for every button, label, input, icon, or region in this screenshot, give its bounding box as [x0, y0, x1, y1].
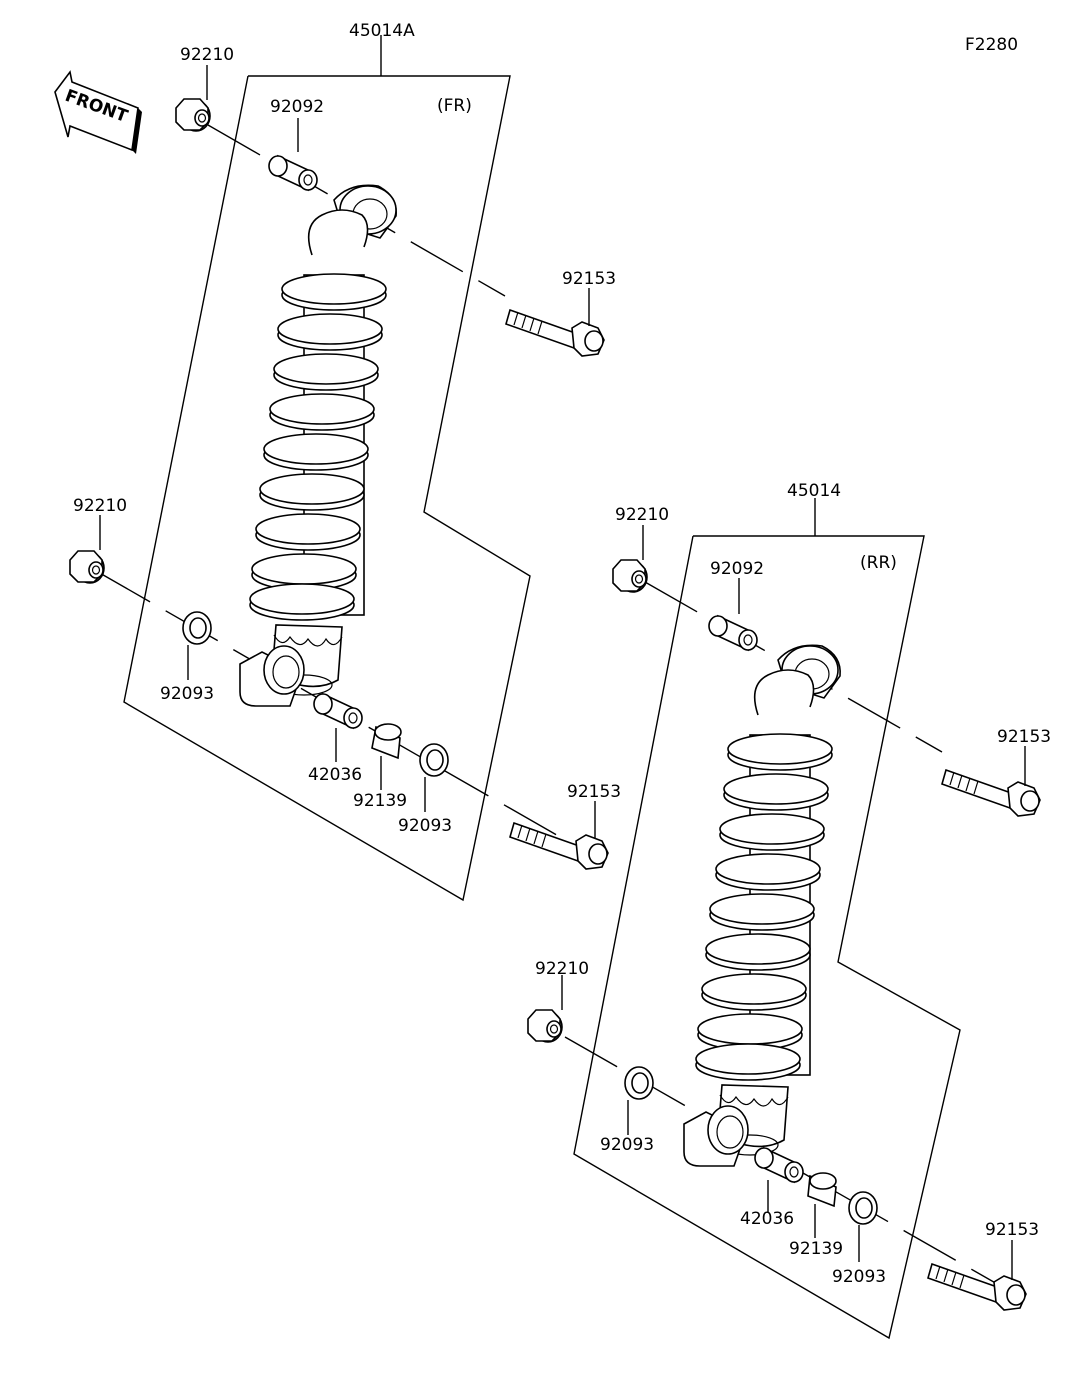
front-nut-lower-icon: [69, 550, 105, 584]
rear-position-label: (RR): [860, 553, 897, 573]
front-seal-left-callout: 92093: [160, 684, 214, 704]
rear-nut-upper-callout: 92210: [615, 505, 669, 525]
rear-seal-right-callout: 92093: [832, 1267, 886, 1287]
front-collar-lower-icon: [313, 693, 363, 729]
rear-shock-absorber: [683, 644, 841, 1167]
front-shock-absorber: [239, 184, 397, 707]
front-nut-upper-callout: 92210: [180, 45, 234, 65]
front-bolt-lower-callout: 92153: [567, 782, 621, 802]
rear-collar-lower-icon: [754, 1147, 804, 1183]
front-assembly: 45014A (FR) 92210 92092 92153 92210 9209…: [69, 21, 621, 902]
front-position-label: (FR): [437, 96, 472, 116]
front-seal-left-icon: [182, 611, 212, 645]
rear-bolt-upper-callout: 92153: [997, 727, 1051, 747]
rear-nut-upper-icon: [612, 559, 648, 593]
front-nut-upper-icon: [175, 98, 211, 132]
rear-assembly-number: 45014: [787, 481, 841, 501]
front-collar-upper-icon: [268, 155, 318, 191]
figure-code: F2280: [965, 35, 1018, 55]
front-bolt-lower-icon: [509, 822, 609, 870]
rear-collar-upper-callout: 92092: [710, 559, 764, 579]
front-seal-right-icon: [419, 743, 449, 777]
front-nut-lower-callout: 92210: [73, 496, 127, 516]
front-assembly-number: 45014A: [349, 21, 415, 41]
rear-seal-left-callout: 92093: [600, 1135, 654, 1155]
front-collar-lower-callout: 42036: [308, 765, 362, 785]
front-bushing-callout: 92139: [353, 791, 407, 811]
rear-nut-lower-callout: 92210: [535, 959, 589, 979]
rear-nut-lower-icon: [527, 1009, 563, 1043]
rear-bushing-icon: [807, 1172, 837, 1208]
front-arrow-icon: FRONT: [54, 70, 142, 154]
front-bolt-upper-callout: 92153: [562, 269, 616, 289]
front-assembly-outline: [123, 75, 531, 902]
rear-bolt-lower-callout: 92153: [985, 1220, 1039, 1240]
rear-assembly: 45014 (RR) 92210 92092 92153 92210 92093…: [527, 481, 1051, 1340]
rear-seal-right-icon: [848, 1191, 878, 1225]
rear-seal-left-icon: [624, 1066, 654, 1100]
front-seal-right-callout: 92093: [398, 816, 452, 836]
rear-collar-lower-callout: 42036: [740, 1209, 794, 1229]
rear-collar-upper-icon: [708, 615, 758, 651]
front-bushing-icon: [371, 723, 402, 760]
rear-bushing-callout: 92139: [789, 1239, 843, 1259]
rear-assembly-outline: [573, 535, 961, 1340]
front-collar-upper-callout: 92092: [270, 97, 324, 117]
